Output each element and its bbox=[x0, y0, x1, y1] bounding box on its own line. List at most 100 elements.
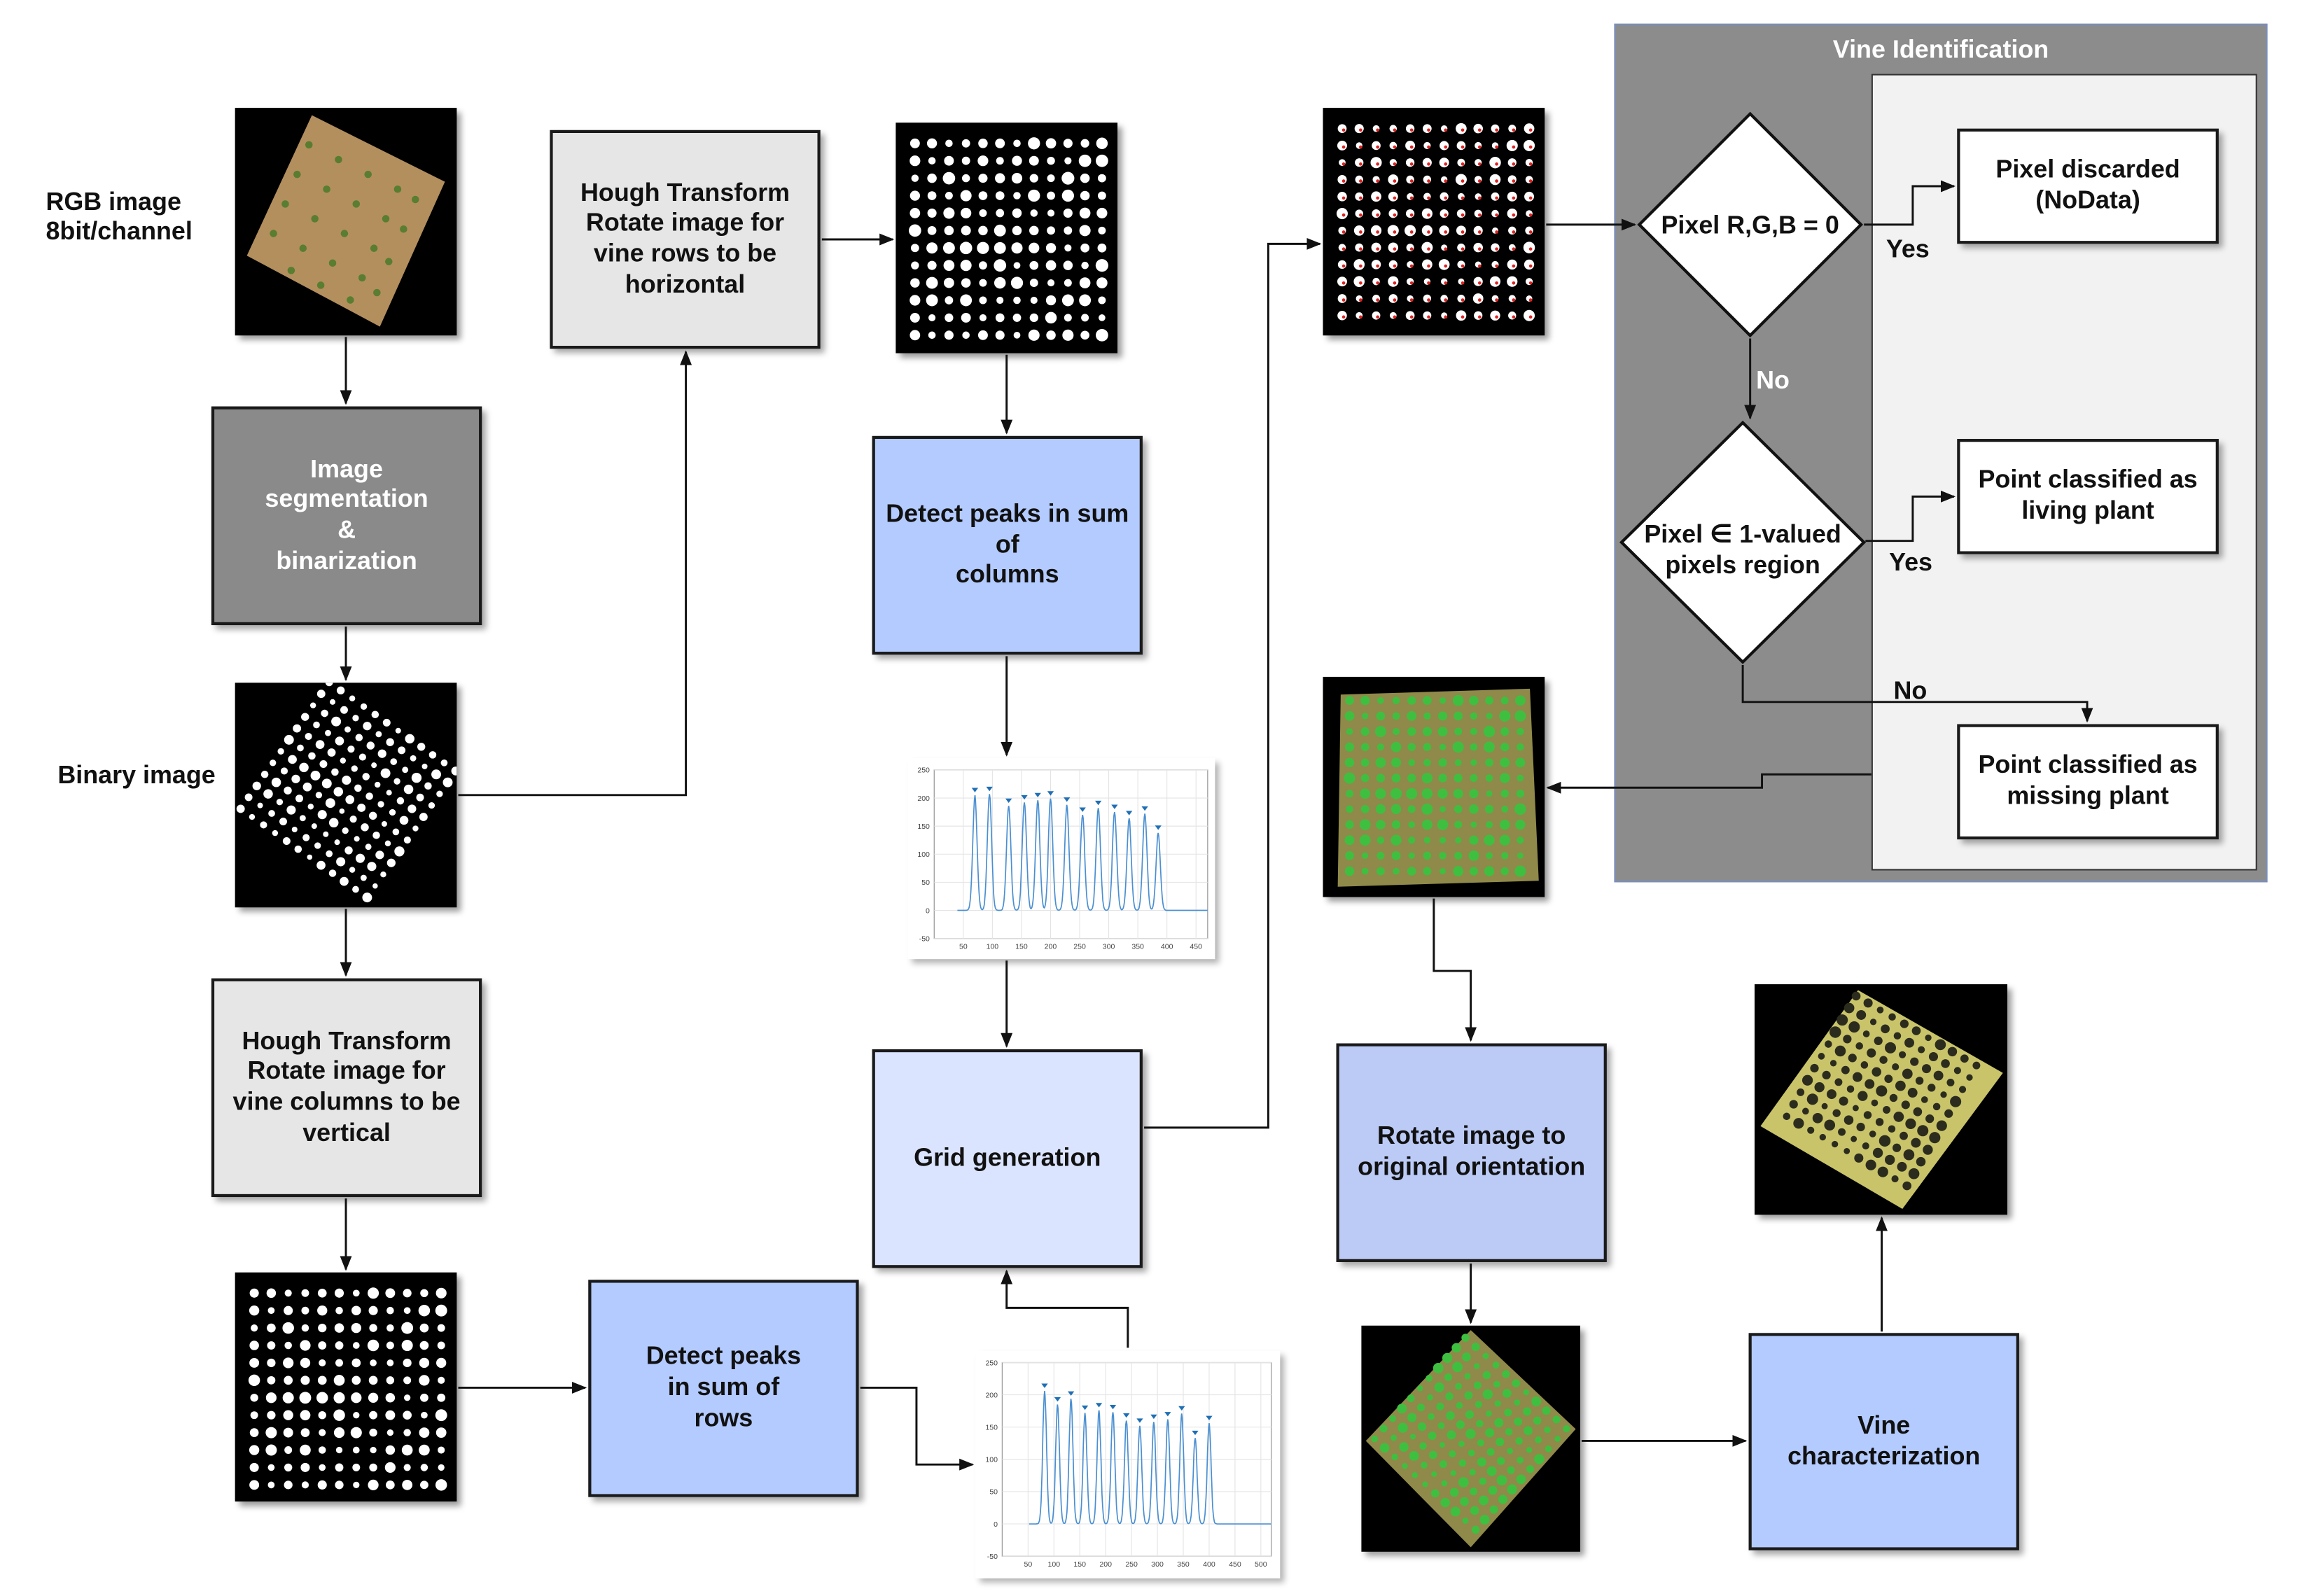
plant-blob bbox=[944, 155, 954, 166]
plant-blob bbox=[301, 1306, 309, 1315]
plant-blob bbox=[318, 1324, 327, 1333]
grid-point bbox=[1427, 230, 1430, 234]
plant-blob bbox=[1423, 696, 1432, 706]
plant-blob bbox=[1491, 192, 1500, 201]
plant-blob bbox=[1456, 122, 1467, 134]
plant-blob bbox=[996, 209, 1005, 218]
plant-blob bbox=[1433, 1362, 1444, 1373]
grid-point bbox=[1512, 145, 1516, 149]
plant-blob bbox=[1941, 1059, 1950, 1068]
plant-blob bbox=[1029, 260, 1039, 270]
plant-blob bbox=[325, 798, 335, 808]
plant-blob bbox=[1479, 1477, 1487, 1485]
plant-blob bbox=[1353, 225, 1365, 236]
plant-blob bbox=[1391, 741, 1402, 752]
grid-point bbox=[1495, 145, 1498, 149]
plant-blob bbox=[1889, 1093, 1898, 1102]
plant-blob bbox=[1374, 726, 1386, 738]
plant-blob bbox=[1507, 276, 1518, 287]
edge-label-yes: Yes bbox=[1889, 548, 1932, 577]
plant-blob bbox=[451, 766, 457, 776]
plant-blob bbox=[1422, 1481, 1428, 1488]
plant-blob bbox=[1337, 294, 1347, 303]
plant-blob bbox=[344, 726, 351, 733]
plant-blob bbox=[909, 138, 920, 148]
plant-blob bbox=[1407, 710, 1417, 721]
plant-blob bbox=[1485, 696, 1493, 705]
plant-blob bbox=[1388, 191, 1398, 202]
plant-blob bbox=[927, 173, 937, 183]
plant-blob bbox=[1337, 310, 1347, 321]
plant-blob bbox=[1829, 1026, 1841, 1038]
plant-blob bbox=[1336, 208, 1348, 220]
plant-blob bbox=[1078, 154, 1092, 167]
plant-blob bbox=[1457, 158, 1465, 167]
plant-blob bbox=[318, 1446, 326, 1454]
plant-blob bbox=[1437, 788, 1448, 799]
plant-blob bbox=[368, 811, 377, 820]
rgb-zero-decision bbox=[1637, 111, 1863, 338]
plant-blob bbox=[316, 1392, 328, 1404]
plant-blob bbox=[317, 1306, 328, 1316]
plant-blob bbox=[1012, 313, 1022, 322]
plant-blob bbox=[362, 773, 370, 780]
plant-blob bbox=[1437, 819, 1449, 830]
vine-characterization-image bbox=[1754, 984, 2008, 1215]
plant-blob bbox=[419, 813, 428, 821]
plant-blob bbox=[314, 842, 321, 849]
plant-blob bbox=[1913, 1107, 1923, 1116]
plant-blob bbox=[319, 1359, 326, 1367]
plant-blob bbox=[280, 767, 288, 775]
plant-blob bbox=[1355, 175, 1363, 184]
plant-blob bbox=[959, 241, 973, 255]
grid-point bbox=[1495, 247, 1498, 251]
plant-blob bbox=[319, 1464, 326, 1471]
x-tick-label: 50 bbox=[959, 942, 968, 951]
plant-blob bbox=[267, 1323, 276, 1333]
plant-blob bbox=[313, 721, 320, 729]
plant-blob bbox=[1428, 1432, 1437, 1440]
grid-point bbox=[1444, 128, 1448, 132]
plant-blob bbox=[1337, 192, 1347, 202]
plant-blob bbox=[419, 1323, 429, 1333]
peak-marker bbox=[1094, 800, 1102, 806]
plant-blob bbox=[360, 703, 368, 710]
plant-blob bbox=[1544, 1426, 1551, 1434]
plant-blob bbox=[368, 1287, 379, 1299]
y-tick-label: -50 bbox=[919, 934, 930, 943]
plant-blob bbox=[1946, 1078, 1955, 1086]
plant-blob bbox=[1505, 1428, 1513, 1436]
plant-blob bbox=[1345, 851, 1354, 860]
plant-blob bbox=[1470, 821, 1477, 828]
plant-blob bbox=[1473, 1381, 1482, 1390]
grid-point bbox=[1409, 230, 1414, 234]
x-tick-label: 200 bbox=[1045, 942, 1057, 951]
plant-blob bbox=[1462, 1352, 1471, 1362]
plant-blob bbox=[1439, 158, 1449, 168]
grid-point bbox=[1359, 213, 1362, 217]
peak-marker bbox=[1054, 1396, 1061, 1402]
plant-blob bbox=[1834, 1078, 1843, 1086]
plant-blob bbox=[385, 1410, 396, 1420]
plant-blob bbox=[421, 1411, 428, 1419]
plant-blob bbox=[1524, 309, 1535, 321]
plant-blob bbox=[412, 825, 419, 832]
plant-blob bbox=[1950, 1096, 1962, 1107]
plant-blob bbox=[362, 892, 372, 903]
plant-blob bbox=[1797, 1088, 1805, 1096]
plant-blob bbox=[1810, 1063, 1819, 1073]
plant-blob bbox=[1451, 1343, 1461, 1353]
plant-blob bbox=[1391, 804, 1402, 815]
plant-blob bbox=[1879, 1135, 1891, 1147]
plant-blob bbox=[1455, 174, 1467, 186]
x-tick-label: 400 bbox=[1203, 1560, 1215, 1569]
plant-blob bbox=[403, 1394, 411, 1401]
plant-blob bbox=[1484, 804, 1494, 814]
plant-blob bbox=[1454, 711, 1463, 721]
diamond-shape bbox=[1637, 111, 1863, 338]
peak-marker bbox=[1123, 1413, 1130, 1418]
plant-blob bbox=[284, 1289, 292, 1297]
plant-blob bbox=[1475, 1401, 1482, 1408]
plant-blob bbox=[995, 138, 1005, 148]
plant-blob bbox=[371, 762, 377, 769]
